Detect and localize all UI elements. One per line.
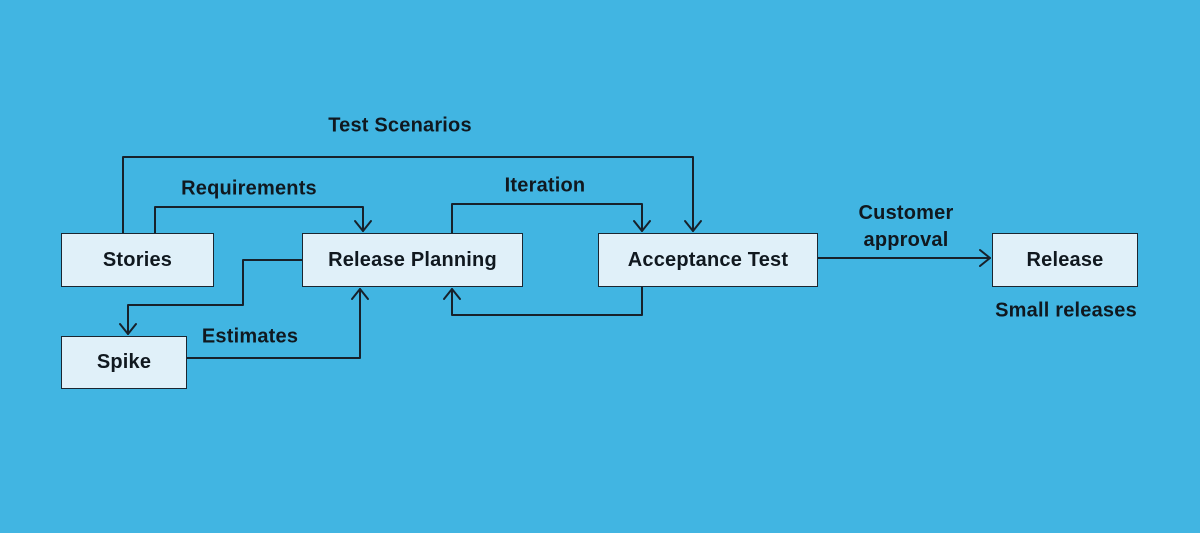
edge-estimates-path — [186, 288, 361, 359]
node-release: Release — [992, 233, 1138, 287]
caption-small-releases: Small releases — [995, 299, 1137, 322]
edge-label-requirements: Requirements — [181, 177, 317, 200]
edge-test-scenarios-arrowhead — [684, 220, 702, 232]
edge-label-customer-approval: Customer approval — [858, 202, 954, 251]
edge-label-iteration: Iteration — [504, 174, 586, 197]
edge-to-spike-arrowhead — [119, 323, 137, 335]
edge-test-scenarios-path — [122, 156, 694, 234]
node-release-planning: Release Planning — [302, 233, 523, 287]
node-spike: Spike — [61, 336, 187, 389]
edge-requirements-arrowhead — [354, 220, 372, 232]
edge-label-estimates: Estimates — [201, 325, 299, 348]
edge-estimates-arrowhead — [351, 288, 369, 300]
edge-customer-approval-arrowhead — [979, 249, 991, 267]
edge-requirements-path — [154, 206, 364, 234]
node-acceptance-test: Acceptance Test — [598, 233, 818, 287]
edge-to-spike-path — [127, 259, 303, 335]
edge-return-loop-path — [451, 286, 643, 316]
edge-label-test-scenarios: Test Scenarios — [328, 114, 472, 137]
edge-iteration-arrowhead — [633, 220, 651, 232]
node-stories: Stories — [61, 233, 214, 287]
edge-return-loop-arrowhead — [443, 288, 461, 300]
edge-iteration-path — [451, 203, 643, 234]
